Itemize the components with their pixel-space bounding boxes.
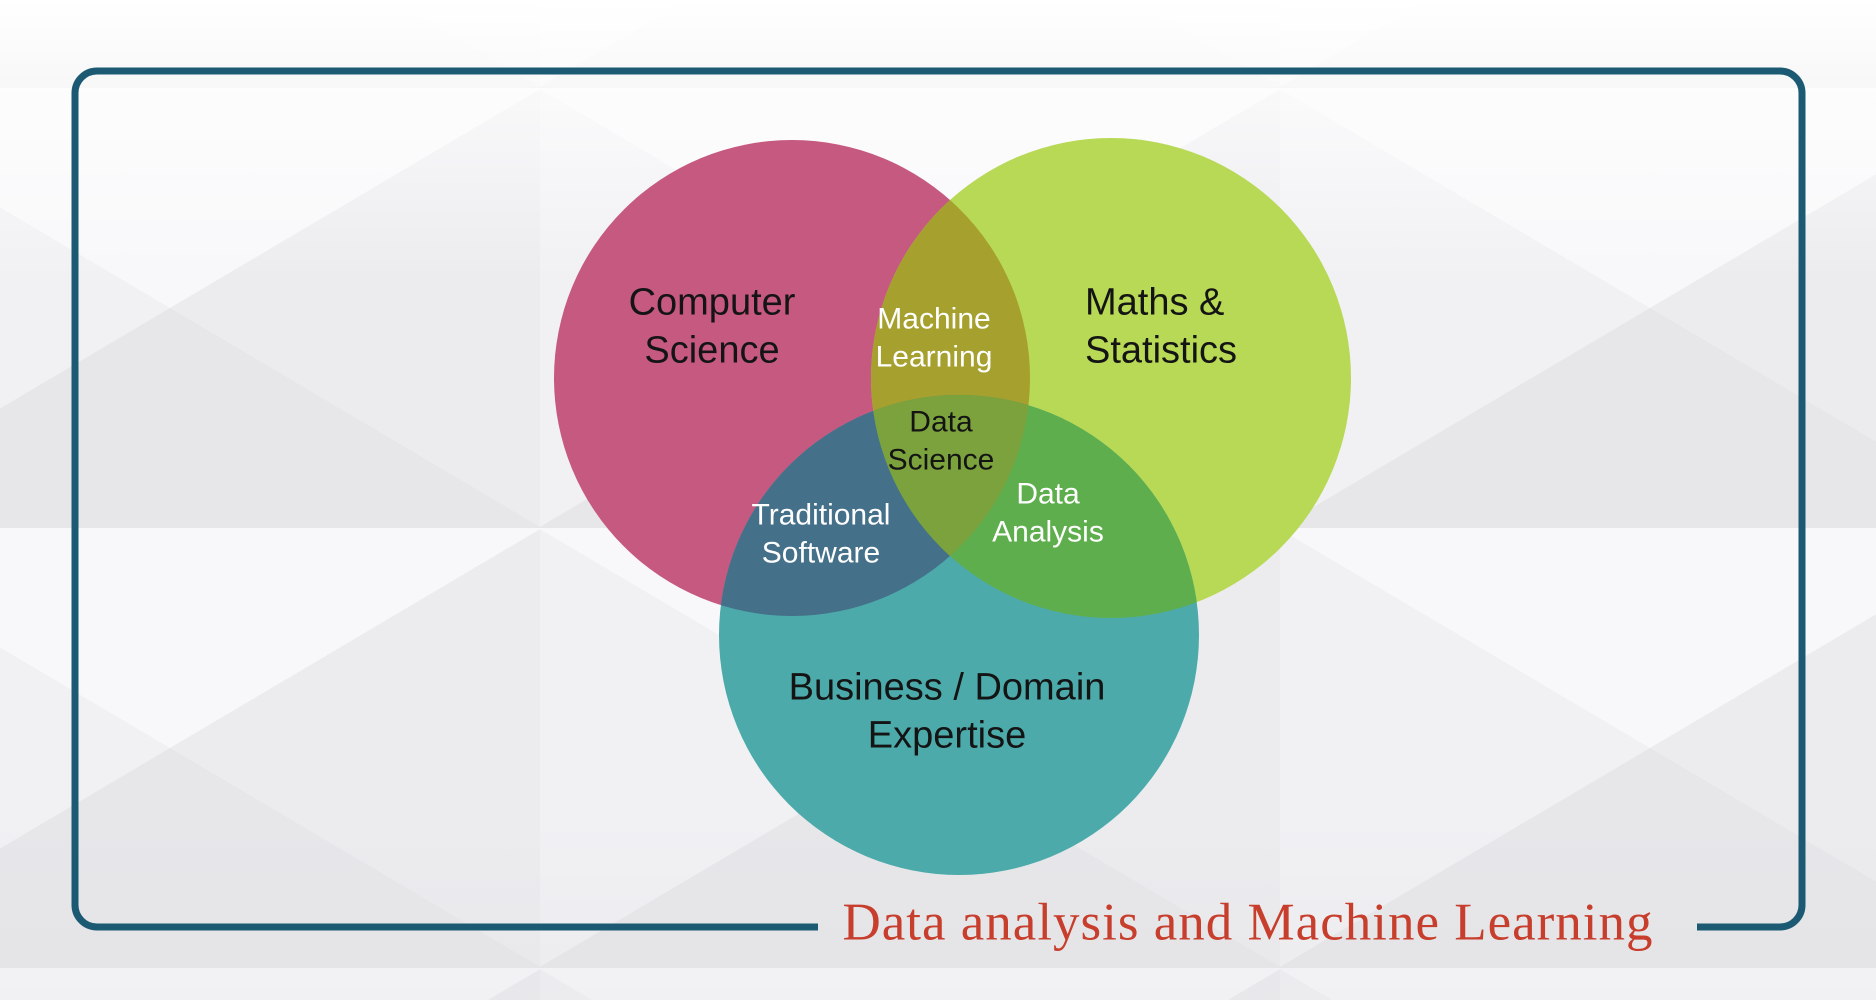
frame-border (71, 67, 1806, 931)
label-data-analysis: Data Analysis (992, 476, 1104, 551)
region-data-analysis (871, 395, 1199, 618)
label-maths-statistics: Maths & Statistics (1085, 280, 1237, 375)
label-line: Software (761, 536, 881, 569)
label-line: Science (644, 329, 780, 371)
label-line: Business / Domain (788, 666, 1106, 709)
label-line: Data (909, 405, 973, 439)
label-line: Expertise (867, 714, 1027, 756)
label-line: Computer (628, 281, 796, 324)
label-line: Statistics (1085, 329, 1238, 371)
label-business-domain: Business / Domain Expertise (789, 665, 1106, 760)
label-line: Traditional (751, 498, 891, 532)
label-line: Maths & (1085, 281, 1225, 324)
label-machine-learning: Machine Learning (876, 301, 993, 376)
region-traditional-software (719, 395, 1030, 616)
label-data-science: Data Science (888, 404, 995, 479)
label-traditional-software: Traditional Software (752, 497, 891, 572)
slide-title: Data analysis and Machine Learning (842, 893, 1654, 952)
label-line: Science (887, 443, 995, 476)
label-line: Analysis (992, 515, 1104, 548)
label-line: Data (1016, 477, 1080, 511)
label-line: Learning (875, 340, 993, 373)
label-computer-science: Computer Science (629, 280, 796, 375)
label-line: Machine (877, 302, 991, 336)
